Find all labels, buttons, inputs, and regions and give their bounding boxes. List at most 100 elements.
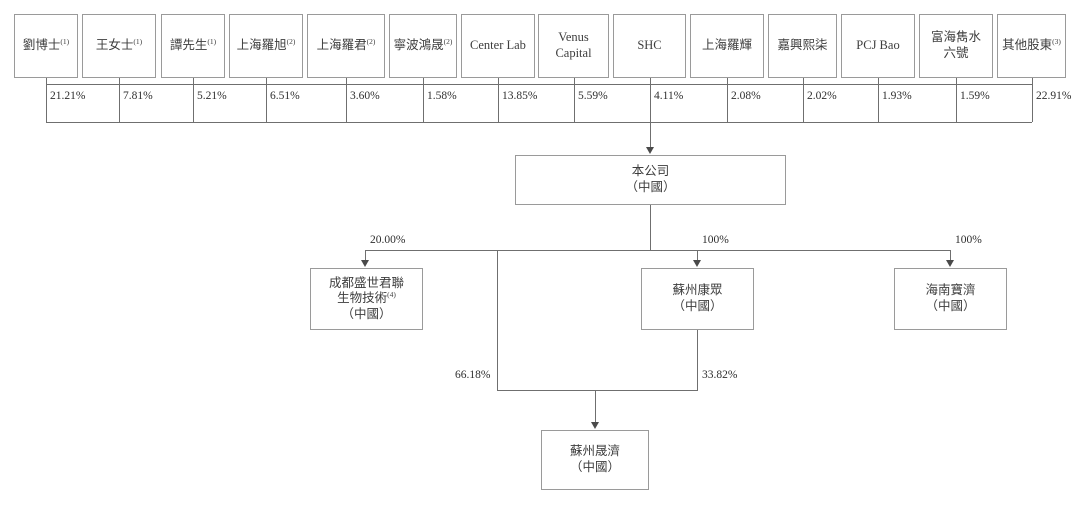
percent-cell-divider-11 [803,84,804,122]
shareholder-drop-10 [727,78,728,84]
pct-shareholder-14: 22.91% [1036,90,1072,102]
percent-band-bottom-rail [46,122,1032,123]
percent-cell-divider-1 [46,84,47,122]
node-suzhou-shengji[interactable]: 蘇州晟濟 （中國） [541,430,649,490]
node-shareholder-12-label: PCJ Bao [856,38,900,53]
shareholder-footnote-marker: (2) [366,37,376,47]
node-shareholder-11[interactable]: 嘉興熙柒 [768,14,837,78]
shareholder-footnote-marker: (2) [443,37,453,47]
subsidiary-arrow-3 [946,260,954,267]
pct-shareholder-11: 2.02% [807,90,837,102]
node-subsidiary-3[interactable]: 海南寶濟 （中國） [894,268,1007,330]
node-subsidiary-1[interactable]: 成都盛世君聯 生物技術(4) （中國） [310,268,423,330]
shareholder-drop-6 [423,78,424,84]
pct-subsidiary-3: 100% [955,234,982,246]
percent-cell-divider-14 [1032,84,1033,122]
pct-shareholder-4: 6.51% [270,90,300,102]
node-shareholder-2-label: 王女士(1) [95,37,143,53]
shareholder-drop-1 [46,78,47,84]
node-subsidiary-1-label: 成都盛世君聯 生物技術(4) （中國） [328,275,404,321]
node-shareholder-8-label: Venus Capital [555,30,592,60]
shareholder-drop-9 [650,78,651,84]
pct-shareholder-10: 2.08% [731,90,761,102]
pct-shareholder-2: 7.81% [123,90,153,102]
node-shareholder-6[interactable]: 寧波鴻晟(2) [389,14,457,78]
percent-band-top-rail [46,84,1032,85]
shareholder-drop-7 [498,78,499,84]
pct-bottom-left: 66.18% [455,369,491,381]
node-shareholder-5[interactable]: 上海羅君(2) [307,14,385,78]
subsidiary-drop-2 [697,250,698,261]
pct-shareholder-5: 3.60% [350,90,380,102]
percent-cell-divider-13 [956,84,957,122]
node-shareholder-14-label: 其他股東(3) [1002,37,1061,53]
shareholder-footnote-marker: (1) [60,37,70,47]
node-shareholder-3-label: 譚先生(1) [169,37,217,53]
pct-shareholder-9: 4.11% [654,90,684,102]
percent-cell-divider-6 [423,84,424,122]
percent-cell-divider-5 [346,84,347,122]
subsidiary-footnote-marker: (4) [387,290,396,300]
node-shareholder-3[interactable]: 譚先生(1) [161,14,225,78]
pct-shareholder-8: 5.59% [578,90,608,102]
node-subsidiary-3-label: 海南寶濟 （中國） [925,283,976,313]
node-shareholder-7-label: Center Lab [470,38,526,53]
shareholder-drop-14 [1032,78,1033,84]
node-shareholder-4-label: 上海羅旭(2) [236,37,296,53]
percent-cell-divider-2 [119,84,120,122]
node-shareholder-11-label: 嘉興熙柒 [777,38,828,53]
pct-shareholder-3: 5.21% [197,90,227,102]
pct-shareholder-6: 1.58% [427,90,457,102]
percent-cell-divider-8 [574,84,575,122]
node-suzhou-shengji-label: 蘇州晟濟 （中國） [569,444,620,474]
pct-bottom-right: 33.82% [702,369,738,381]
pct-shareholder-1: 21.21% [50,90,86,102]
node-shareholder-7[interactable]: Center Lab [461,14,535,78]
node-shareholder-1-label: 劉博士(1) [22,37,70,53]
node-company[interactable]: 本公司 （中國） [515,155,786,205]
pct-shareholder-12: 1.93% [882,90,912,102]
node-subsidiary-2-label: 蘇州康眾 （中國） [672,283,723,313]
bottom-feed-arrow [591,422,599,429]
node-shareholder-10-label: 上海羅輝 [701,38,752,53]
node-shareholder-5-label: 上海羅君(2) [316,37,376,53]
node-shareholder-14[interactable]: 其他股東(3) [997,14,1066,78]
node-subsidiary-2[interactable]: 蘇州康眾 （中國） [641,268,754,330]
node-shareholder-10[interactable]: 上海羅輝 [690,14,764,78]
pct-shareholder-7: 13.85% [502,90,538,102]
node-company-label: 本公司 （中國） [625,164,676,194]
node-shareholder-13[interactable]: 富海雋水 六號 [919,14,993,78]
bottom-left-leg [497,250,498,390]
percent-cell-divider-3 [193,84,194,122]
shareholder-drop-2 [119,78,120,84]
pct-subsidiary-2: 100% [702,234,729,246]
shareholder-drop-3 [193,78,194,84]
percent-cell-divider-9 [650,84,651,122]
shareholder-drop-11 [803,78,804,84]
shareholder-drop-4 [266,78,267,84]
shareholder-footnote-marker: (3) [1052,37,1061,47]
subsidiary-bus-line [365,250,951,251]
node-shareholder-2[interactable]: 王女士(1) [82,14,156,78]
company-feed-arrow [646,147,654,154]
node-shareholder-12[interactable]: PCJ Bao [841,14,915,78]
bottom-join-line [497,390,698,391]
node-shareholder-1[interactable]: 劉博士(1) [14,14,78,78]
subsidiary-arrow-1 [361,260,369,267]
node-shareholder-4[interactable]: 上海羅旭(2) [229,14,303,78]
subsidiary-drop-1 [365,250,366,261]
node-shareholder-9-label: SHC [637,38,662,53]
company-drop-line [650,205,651,250]
node-shareholder-9[interactable]: SHC [613,14,686,78]
shareholder-footnote-marker: (1) [133,37,143,47]
percent-cell-divider-12 [878,84,879,122]
node-shareholder-6-label: 寧波鴻晟(2) [393,37,453,53]
company-feed-line [650,122,651,148]
subsidiary-drop-3 [950,250,951,261]
bottom-feed-line [595,390,596,423]
node-shareholder-8[interactable]: Venus Capital [538,14,609,78]
percent-cell-divider-4 [266,84,267,122]
percent-cell-divider-7 [498,84,499,122]
shareholder-drop-13 [956,78,957,84]
